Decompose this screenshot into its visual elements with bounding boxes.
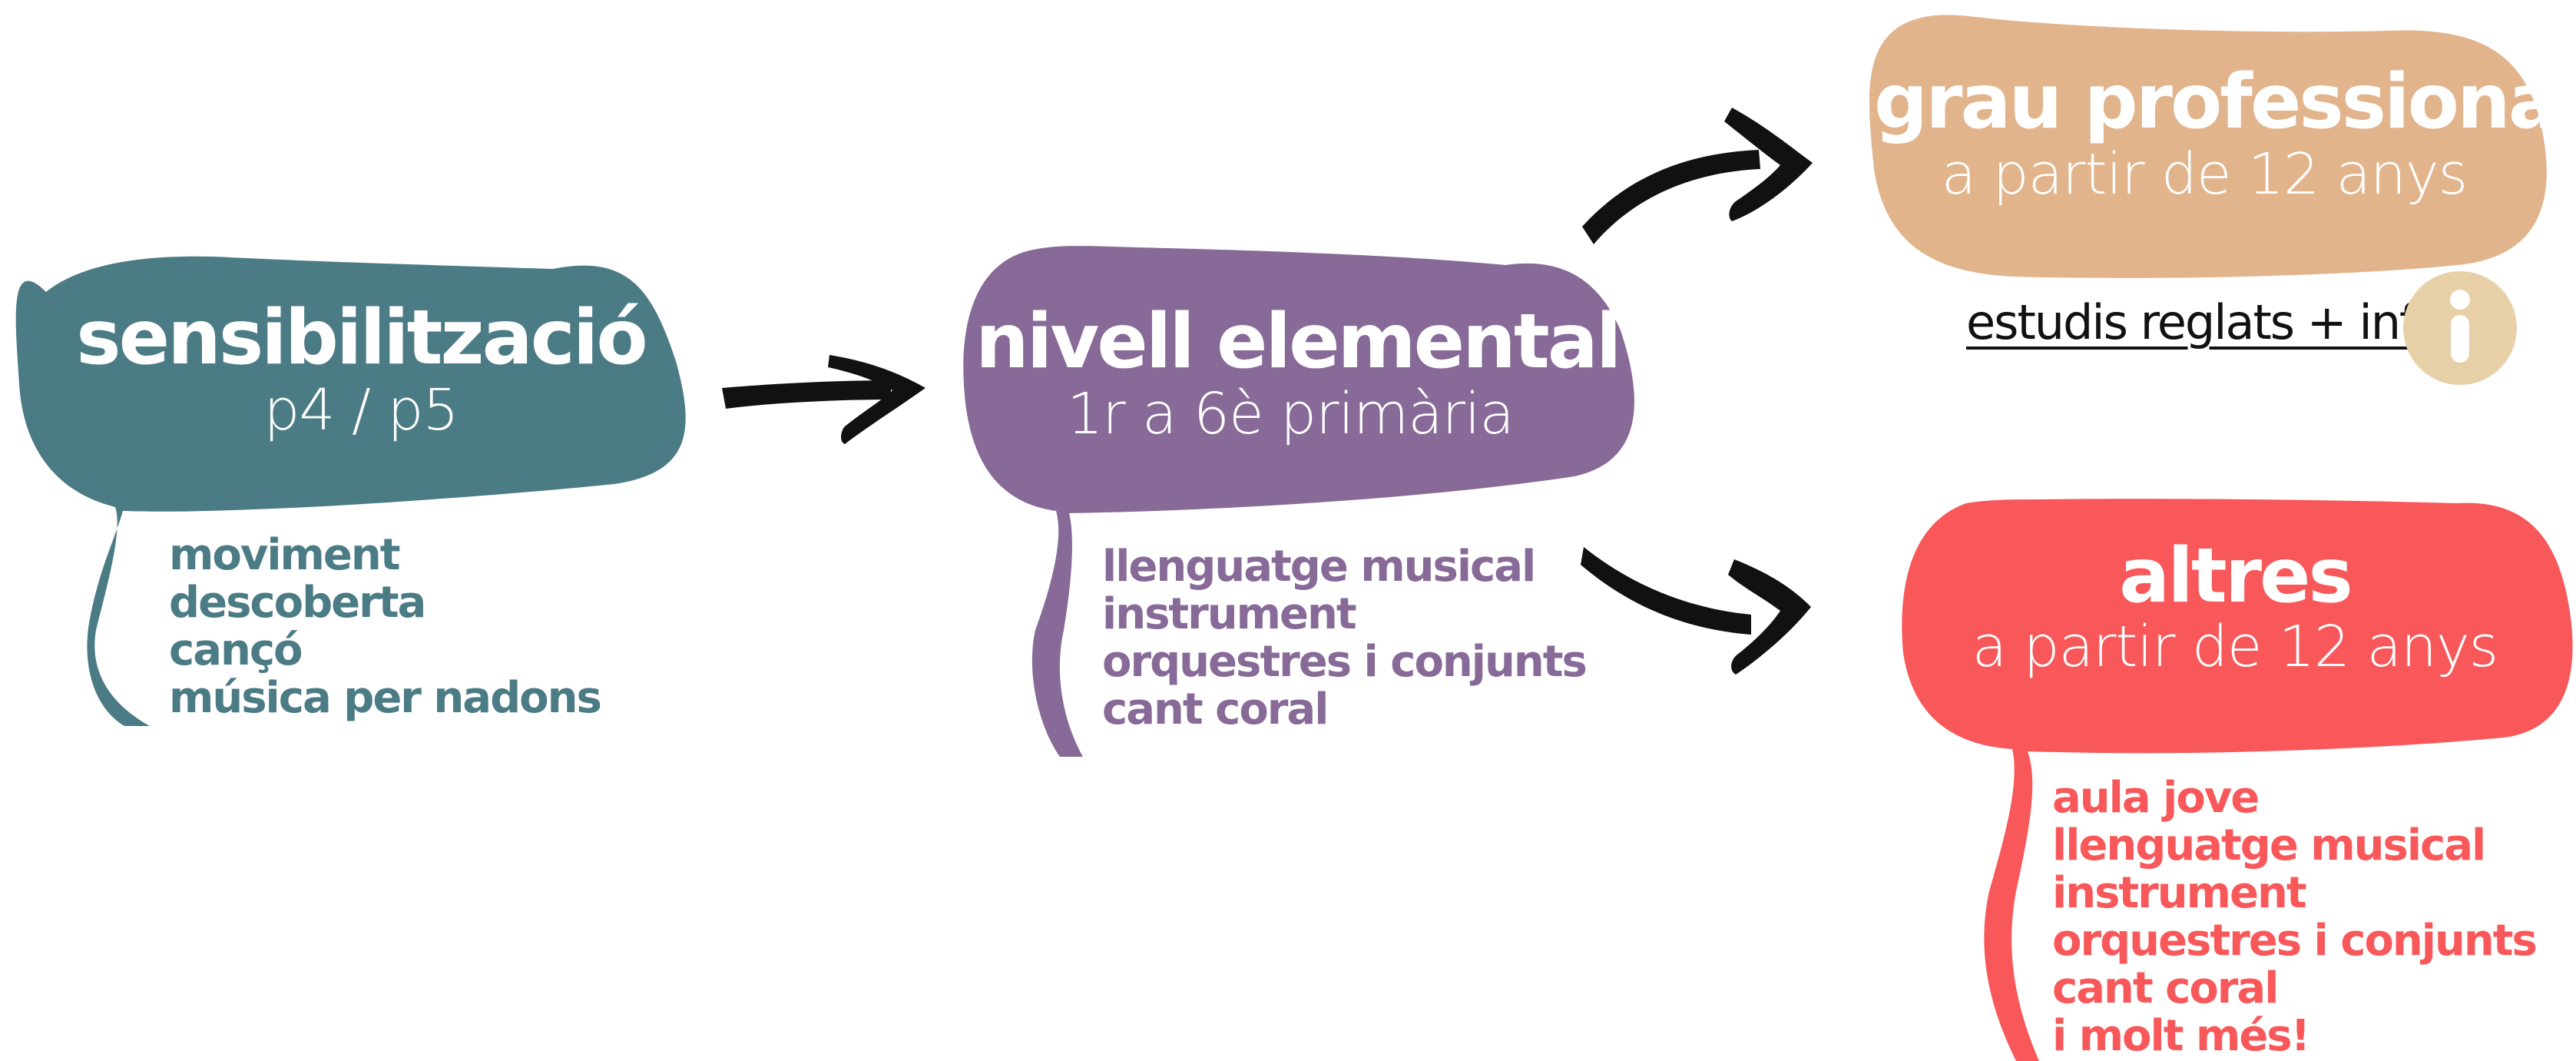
list-item: moviment — [169, 530, 400, 580]
estudis-reglats-info-link[interactable]: estudis reglats + info — [1966, 294, 2444, 350]
altres-subtitle: a partir de 12 anys — [1972, 614, 2498, 680]
sensibilitzacio-title: sensibilització — [76, 294, 647, 382]
list-item: música per nadons — [169, 673, 602, 723]
list-item: instrument — [1102, 589, 1357, 639]
list-item: aula jove — [2052, 773, 2260, 823]
list-item: cançó — [169, 625, 303, 675]
list-item: cant coral — [2052, 963, 2279, 1013]
elemental-blob — [963, 246, 1634, 757]
elemental-list: llenguatge musical instrument orquestres… — [1102, 542, 1588, 734]
list-item: instrument — [2052, 868, 2307, 918]
arrow-1 — [722, 355, 925, 444]
professional-subtitle: a partir de 12 anys — [1941, 141, 2468, 207]
list-item: i molt més! — [2052, 1011, 2310, 1061]
professional-blob — [1869, 15, 2547, 278]
professional-title: grau professional — [1874, 58, 2576, 146]
list-item: llenguatge musical — [1102, 542, 1536, 592]
arrow-2 — [1582, 108, 1813, 244]
altres-list: aula jove llenguatge musical instrument … — [2052, 773, 2538, 1061]
elemental-title: nivell elemental — [975, 298, 1621, 386]
sensibilitzacio-list: moviment descoberta cançó música per nad… — [169, 530, 602, 723]
altres-title: altres — [2119, 532, 2353, 620]
list-item: orquestres i conjunts — [1102, 637, 1588, 687]
info-button[interactable] — [2402, 270, 2518, 386]
list-item: descoberta — [169, 578, 426, 628]
sensibilitzacio-subtitle: p4 / p5 — [263, 377, 459, 443]
sensibilitzacio-blob — [15, 256, 686, 726]
list-item: cant coral — [1102, 685, 1329, 734]
arrow-3 — [1581, 547, 1811, 675]
list-item: llenguatge musical — [2052, 821, 2486, 870]
altres-blob — [1902, 499, 2573, 1061]
elemental-subtitle: 1r a 6è primària — [1067, 381, 1515, 447]
info-icon — [2403, 271, 2517, 385]
list-item: orquestres i conjunts — [2052, 916, 2538, 966]
